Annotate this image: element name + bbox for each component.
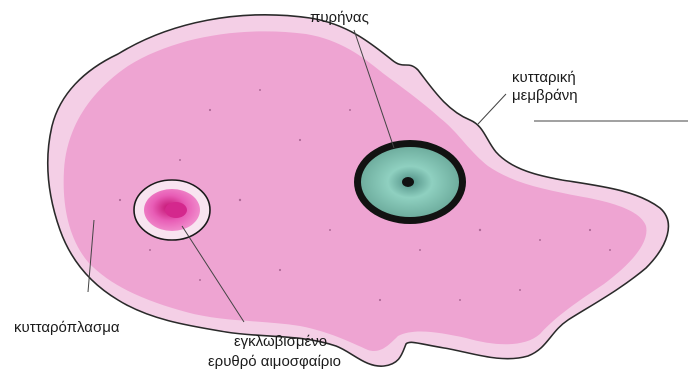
rbc-label-line1: εγκλωβισμένο bbox=[234, 333, 327, 350]
membrane-label-line2: μεμβράνη bbox=[512, 87, 578, 104]
nucleus-label: πυρήνας bbox=[310, 9, 369, 26]
rbc-label-line2: ερυθρό αιμοσφαίριο bbox=[208, 353, 341, 370]
nucleus bbox=[354, 140, 466, 224]
cytoplasm-label: κυτταρόπλασμα bbox=[14, 319, 120, 336]
engulfed-red-blood-cell bbox=[134, 180, 210, 240]
membrane-leader bbox=[478, 94, 506, 124]
membrane-label-line1: κυτταρική bbox=[512, 69, 576, 86]
